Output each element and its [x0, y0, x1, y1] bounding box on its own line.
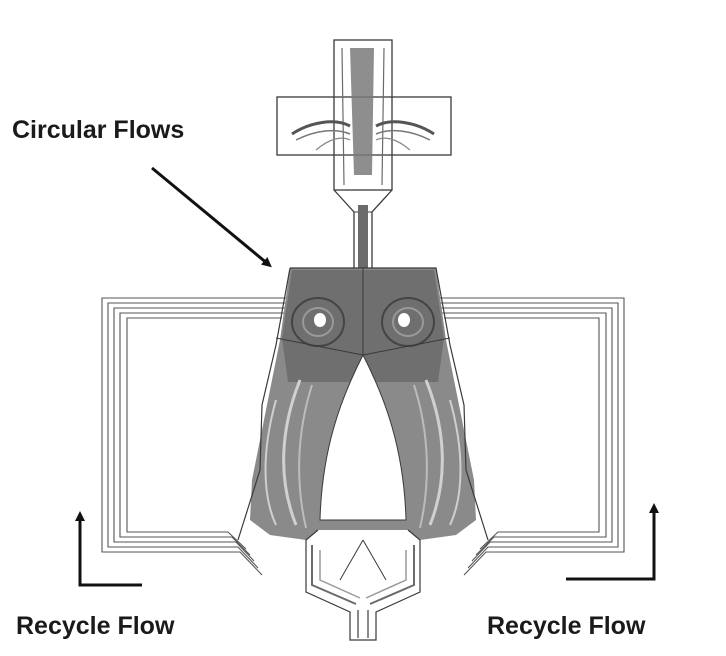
recycle-flow-left-arrow — [75, 511, 142, 587]
inlet-pipe — [276, 39, 452, 191]
outlet — [305, 529, 421, 641]
recycle-flow-left-label: Recycle Flow — [16, 612, 175, 640]
circular-flows-label: Circular Flows — [12, 116, 185, 144]
left-recycle-channel — [101, 297, 290, 576]
main-chamber — [237, 267, 489, 541]
neck — [333, 189, 393, 268]
recycle-flow-right-arrow — [566, 503, 659, 581]
circular-flows-arrow — [151, 166, 272, 268]
right-recycle-channel — [436, 297, 625, 576]
recycle-flow-right-label: Recycle Flow — [487, 612, 646, 640]
